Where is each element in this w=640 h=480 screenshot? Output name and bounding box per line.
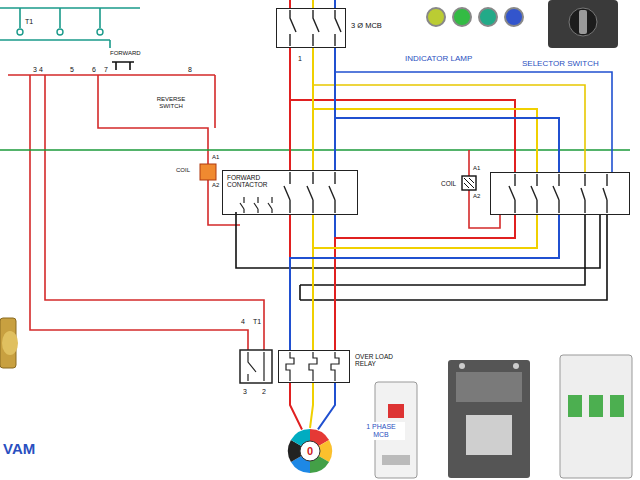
auxiliary-contact xyxy=(240,197,272,213)
terminal-number: 1 xyxy=(298,55,302,63)
motor-label: 0 xyxy=(287,445,333,458)
breaker-symbol xyxy=(290,10,341,46)
coil-symbol xyxy=(464,178,474,188)
neutral-wire xyxy=(0,149,630,151)
interlock-wire xyxy=(236,212,607,300)
terminal-number: 3 xyxy=(243,388,247,396)
power-connector xyxy=(290,383,335,429)
supply-wire xyxy=(334,0,336,8)
three-phase-mcb-photo xyxy=(610,395,624,417)
phase-wire xyxy=(318,383,335,429)
terminal-label: T1 xyxy=(25,18,33,26)
terminal-number: 2 xyxy=(262,388,266,396)
three-phase-mcb-photo xyxy=(589,395,603,417)
indicator-lamp-photo xyxy=(479,8,497,26)
contactor-box: COIL xyxy=(490,172,630,215)
terminal-symbol xyxy=(17,29,23,35)
phase-wire xyxy=(313,215,537,350)
contactor-photo xyxy=(456,372,522,402)
component-name: 3 Ø MCB xyxy=(351,22,382,31)
coil-terminal: A2 xyxy=(212,182,219,189)
phase-wire xyxy=(310,383,313,428)
component-name: OVER LOAD RELAY xyxy=(355,353,399,368)
push-button-symbol xyxy=(112,62,134,70)
coil-terminal: A2 xyxy=(473,193,480,200)
single-phase-mcb-photo xyxy=(388,404,404,418)
coil-label: COIL xyxy=(176,167,190,174)
phase-wire xyxy=(313,48,537,172)
phase-wire xyxy=(290,383,302,429)
terminal-number: 3 xyxy=(33,66,37,74)
phase-wire xyxy=(335,215,515,350)
thermal-element xyxy=(286,352,339,381)
mcb-box: 3 Ø MCB xyxy=(276,8,346,48)
supply-wire xyxy=(312,0,314,8)
contactor-photo xyxy=(513,363,519,369)
component-label: INDICATOR LAMP xyxy=(405,54,472,63)
terminal-number: 5 xyxy=(70,66,74,74)
lamp-wire xyxy=(335,72,612,172)
watermark: VAM xyxy=(3,440,35,457)
terminal-number: 6 xyxy=(92,66,96,74)
contactor-photo xyxy=(448,360,530,478)
component-label: 1 PHASE MCB xyxy=(357,422,405,440)
single-phase-mcb-photo xyxy=(382,455,410,465)
contactor-box: FORWARD CONTACTOR xyxy=(222,170,358,215)
component-label: SELECTOR SWITCH xyxy=(522,59,599,68)
terminal-wire xyxy=(0,8,140,48)
selector-wire xyxy=(313,85,585,172)
three-phase-mcb-photo xyxy=(560,355,632,478)
overload-contact xyxy=(248,352,264,381)
overload-contact-box xyxy=(240,350,272,383)
terminal-symbol xyxy=(57,29,63,35)
terminal-symbol xyxy=(97,29,103,35)
terminal-number: 8 xyxy=(188,66,192,74)
contactor-photo xyxy=(466,415,512,455)
three-phase-mcb-photo xyxy=(568,395,582,417)
component-name: FORWARD CONTACTOR xyxy=(227,174,283,189)
coil-symbol xyxy=(200,164,216,180)
terminal-number: 4 xyxy=(39,66,43,74)
motor-symbol: 0 xyxy=(287,428,333,474)
switch-label: FORWARD xyxy=(110,50,141,57)
power-connector xyxy=(290,215,559,350)
terminal-number: 4 xyxy=(241,318,245,326)
component-name: COIL xyxy=(441,180,456,187)
selector-switch-photo xyxy=(569,8,597,36)
terminal-label: T1 xyxy=(253,318,261,326)
contact-symbol xyxy=(284,172,335,213)
overload-relay-box: OVER LOAD RELAY xyxy=(278,350,350,383)
indicator-lamp-photo xyxy=(427,8,445,26)
coil-symbol xyxy=(462,176,476,190)
switch-label: REVERSE SWITCH xyxy=(150,96,192,110)
contact-symbol xyxy=(509,174,607,213)
selector-switch-photo xyxy=(548,0,618,48)
coil-terminal: A1 xyxy=(473,165,480,172)
brass-fitting xyxy=(2,331,18,355)
coil-terminal: A1 xyxy=(212,154,219,161)
contactor-photo xyxy=(459,363,465,369)
control-wire xyxy=(8,75,264,350)
terminal-number: 7 xyxy=(104,66,108,74)
indicator-lamp-photo xyxy=(453,8,471,26)
indicator-lamp-photo xyxy=(505,8,523,26)
supply-wire xyxy=(290,0,335,8)
selector-switch-photo xyxy=(579,10,587,34)
power-connector xyxy=(290,48,559,172)
phase-wire xyxy=(290,215,559,350)
